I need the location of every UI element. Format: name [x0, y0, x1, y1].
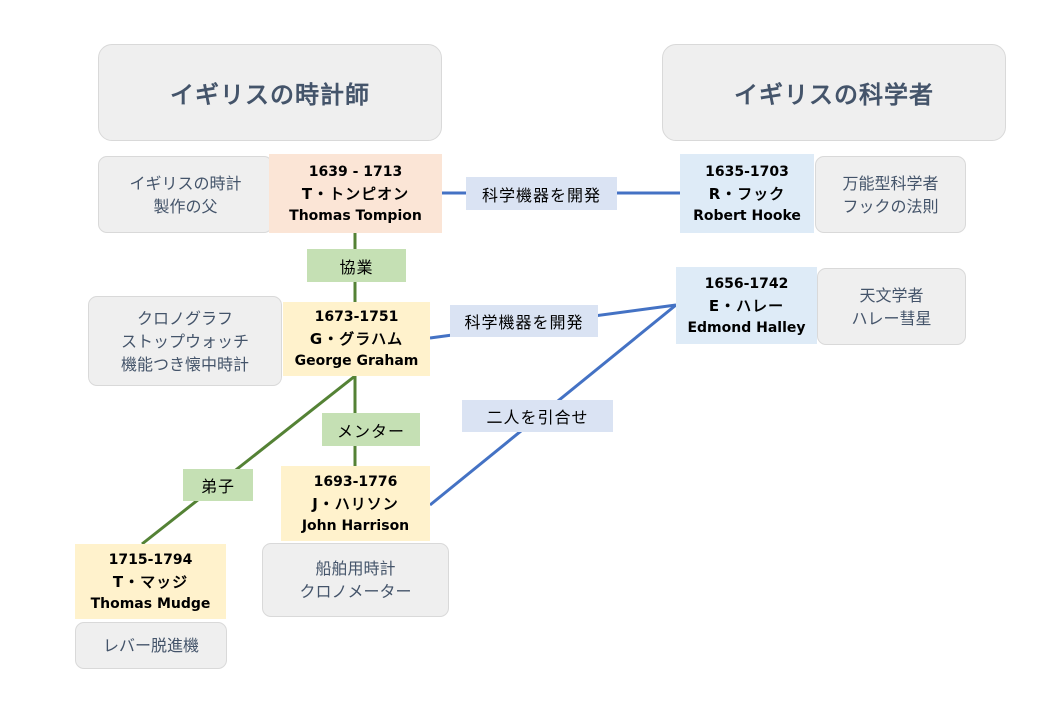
- relation-text: 弟子: [200, 477, 235, 496]
- person-years: 1673-1751: [314, 309, 399, 325]
- person-name-jp: T・マッジ: [112, 572, 189, 591]
- note-mudge: レバー脱進機: [75, 622, 227, 669]
- relation-text: メンター: [336, 421, 405, 441]
- note-line: ハレー彗星: [851, 308, 932, 328]
- relation-label-deshi: 弟子: [183, 469, 253, 501]
- person-years: 1693-1776: [313, 473, 398, 490]
- person-name-en: George Graham: [294, 353, 419, 369]
- person-hooke: 1635-1703 R・フック Robert Hooke: [680, 154, 814, 233]
- note-line: クロノグラフ: [136, 308, 233, 328]
- person-years: 1635-1703: [705, 163, 789, 180]
- relation-text: 科学機器を開発: [464, 313, 584, 332]
- line-graham-mudge: [141, 374, 356, 546]
- relation-text: 二人を引合せ: [486, 408, 589, 427]
- person-years: 1715-1794: [108, 551, 193, 568]
- note-line: 船舶用時計: [315, 559, 396, 578]
- relation-label-kyogyo: 協業: [307, 249, 406, 282]
- person-name-jp: R・フック: [708, 184, 786, 203]
- relation-label-dev-hooke: 科学機器を開発: [466, 177, 617, 210]
- person-name-en: Robert Hooke: [693, 207, 801, 224]
- person-harrison: 1693-1776 J・ハリソン John Harrison: [281, 466, 430, 541]
- note-line: レバー脱進機: [102, 636, 199, 655]
- person-years: 1656-1742: [704, 275, 789, 292]
- person-years: 1639 - 1713: [308, 163, 403, 180]
- header-clockmakers: イギリスの時計師: [98, 44, 442, 141]
- header-scientists: イギリスの科学者: [662, 44, 1006, 141]
- note-hooke: 万能型科学者 フックの法則: [815, 156, 966, 233]
- person-graham: 1673-1751 G・グラハム George Graham: [283, 302, 430, 376]
- relation-label-dev-halley: 科学機器を開発: [450, 305, 598, 337]
- note-tompion: イギリスの時計 製作の父: [98, 156, 273, 233]
- person-name-jp: G・グラハム: [309, 330, 404, 348]
- note-line: 天文学者: [859, 285, 924, 305]
- relation-text: 協業: [339, 257, 374, 277]
- note-line: 機能つき懐中時計: [120, 354, 249, 374]
- relation-text: 科学機器を開発: [481, 185, 601, 205]
- note-graham: クロノグラフ ストップウォッチ 機能つき懐中時計: [88, 296, 282, 386]
- person-name-jp: T・トンピオン: [301, 184, 410, 203]
- person-name-en: Edmond Halley: [687, 319, 806, 336]
- note-line: イギリスの時計: [129, 173, 242, 193]
- person-name-en: Thomas Mudge: [90, 595, 211, 612]
- person-name-jp: E・ハレー: [708, 296, 785, 315]
- note-harrison: 船舶用時計 クロノメーター: [262, 543, 449, 617]
- person-mudge: 1715-1794 T・マッジ Thomas Mudge: [75, 544, 226, 619]
- person-name-en: Thomas Tompion: [289, 207, 422, 224]
- header-scientists-label: イギリスの科学者: [734, 81, 934, 109]
- note-line: フックの法則: [842, 196, 939, 216]
- note-halley: 天文学者 ハレー彗星: [817, 268, 966, 345]
- note-line: 製作の父: [153, 196, 218, 216]
- person-name-jp: J・ハリソン: [312, 494, 399, 513]
- note-line: ストップウォッチ: [120, 331, 249, 351]
- header-clockmakers-label: イギリスの時計師: [170, 81, 370, 109]
- note-line: 万能型科学者: [842, 173, 939, 193]
- relation-label-introduce: 二人を引合せ: [462, 400, 613, 432]
- note-line: クロノメーター: [299, 582, 412, 601]
- relation-label-mentor: メンター: [322, 413, 420, 446]
- person-tompion: 1639 - 1713 T・トンピオン Thomas Tompion: [269, 154, 442, 233]
- person-name-en: John Harrison: [301, 517, 410, 534]
- person-halley: 1656-1742 E・ハレー Edmond Halley: [676, 267, 817, 344]
